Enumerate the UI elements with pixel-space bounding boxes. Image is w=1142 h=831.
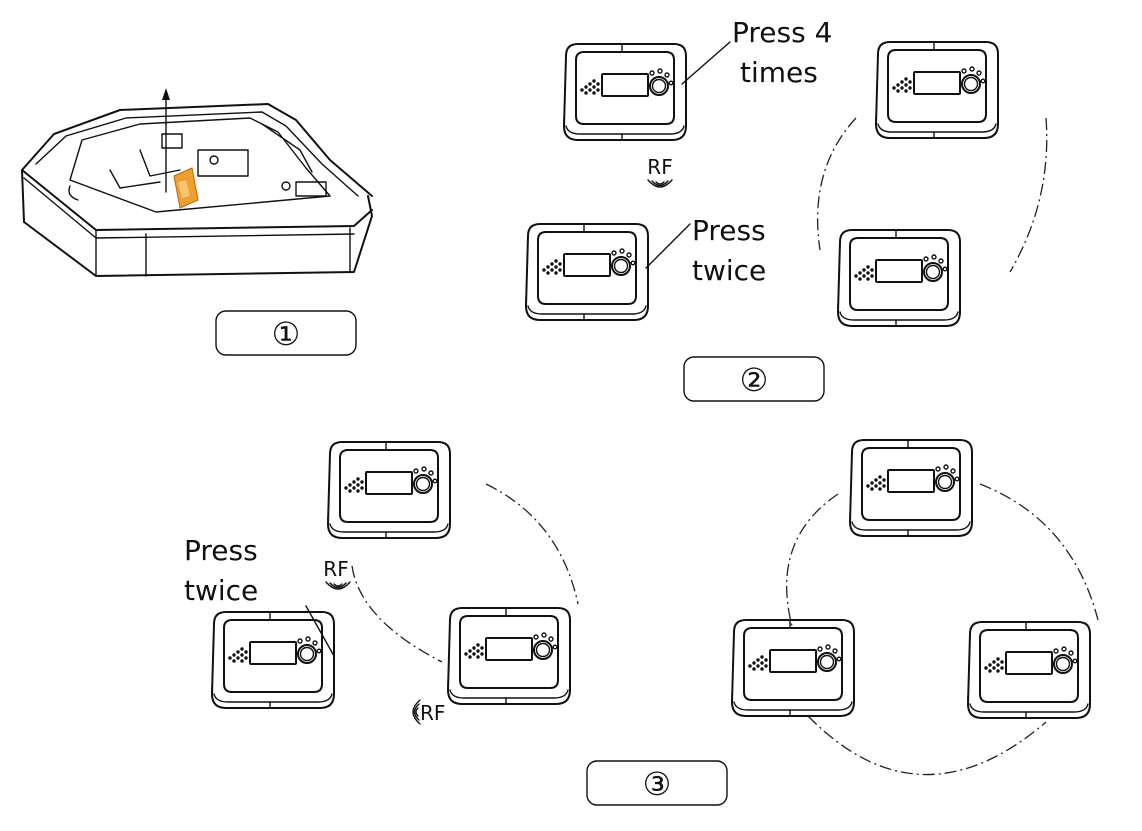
- press-twice-line1: Press: [692, 214, 766, 247]
- detector-device: [447, 607, 571, 705]
- arrow-up-icon: [162, 88, 170, 193]
- link-line: [979, 483, 1099, 621]
- step-1-badge: ①: [215, 310, 357, 356]
- press-twice-line2: twice: [184, 574, 258, 607]
- detector-device: [875, 41, 999, 139]
- rf-waves-icon: [325, 581, 351, 590]
- link-line: [817, 117, 857, 251]
- link-line: [807, 715, 1047, 776]
- step-3-label: ③: [643, 765, 672, 803]
- rf-label: RF: [647, 155, 672, 179]
- press-twice-line1: Press: [184, 534, 258, 567]
- link-line: [351, 565, 443, 663]
- rf-signal-step3-upper: RF: [323, 557, 351, 590]
- detector-device: [525, 223, 649, 321]
- press-twice-line2: twice: [692, 254, 766, 287]
- press-4-times-line1: Press 4: [732, 16, 832, 49]
- rf-signal-step3-lower: RF: [412, 699, 445, 725]
- detector-device: [849, 439, 973, 537]
- detector-device: [563, 43, 687, 141]
- detector-device: [967, 621, 1091, 719]
- rf-label: RF: [420, 701, 445, 725]
- step-2-devices: [525, 41, 1048, 327]
- rf-waves-icon: [412, 699, 421, 725]
- step-3-left-group: [211, 441, 579, 709]
- step-1-label: ①: [272, 315, 301, 353]
- link-line: [1009, 117, 1048, 273]
- step-2-label: ②: [740, 361, 769, 399]
- rf-signal-step2: RF: [647, 155, 673, 188]
- detector-device: [327, 441, 451, 539]
- sim-card: [173, 167, 199, 209]
- detector-device: [837, 229, 961, 327]
- detector-device: [211, 611, 335, 709]
- rf-label: RF: [323, 557, 348, 581]
- step-2-badge: ②: [683, 356, 825, 402]
- link-line: [785, 493, 839, 627]
- press-4-times-line2: times: [740, 56, 818, 89]
- step-3-right-group: [731, 439, 1099, 776]
- link-line: [485, 483, 579, 605]
- detector-device: [731, 619, 855, 717]
- base-unit-open: [21, 88, 373, 277]
- step-3-badge: ③: [586, 760, 728, 806]
- rf-waves-icon: [647, 179, 673, 188]
